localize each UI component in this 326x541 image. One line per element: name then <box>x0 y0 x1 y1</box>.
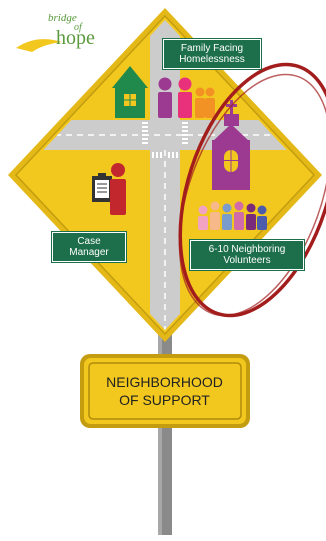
roads <box>20 20 310 330</box>
bridge-of-hope-logo: bridge of hope <box>14 12 124 52</box>
case-manager-label: Case Manager <box>52 232 126 262</box>
logo-text-hope: hope <box>56 27 95 49</box>
logo-text-bridge: bridge <box>48 12 77 24</box>
house-icon <box>112 66 148 118</box>
logo-text-of: of <box>74 22 82 33</box>
church-icon <box>212 100 250 190</box>
logo-swoosh-icon <box>16 39 62 52</box>
neighborhood-sign <box>80 354 250 428</box>
highlight-circle <box>178 62 326 318</box>
family-icon <box>158 77 215 118</box>
family-facing-homelessness-label: Family Facing Homelessness <box>163 39 261 69</box>
neighboring-volunteers-label: 6-10 Neighboring Volunteers <box>190 240 304 270</box>
sign-line-2: OF SUPPORT <box>119 392 210 408</box>
sign-line-1: NEIGHBORHOOD <box>106 374 223 390</box>
neighborhood-sign-text: NEIGHBORHOOD OF SUPPORT <box>92 373 237 409</box>
volunteers-icon <box>198 201 267 230</box>
case-manager-icon <box>92 163 126 215</box>
